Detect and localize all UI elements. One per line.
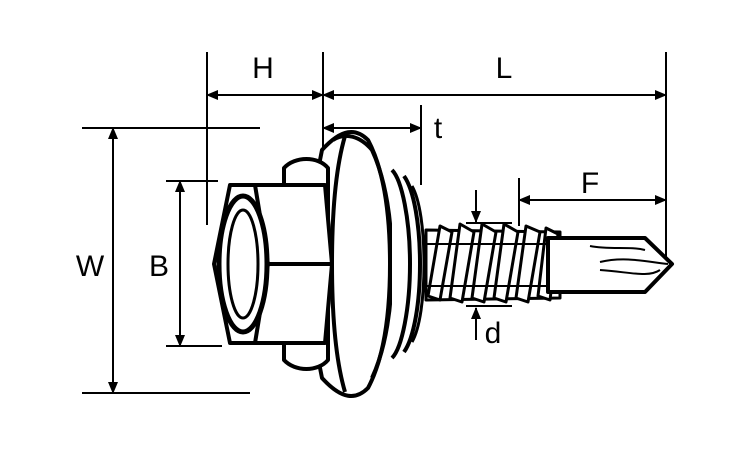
label-B: B [149,250,169,283]
label-d: d [485,317,502,350]
screw-drawing [212,130,674,398]
hex-head [212,183,334,345]
label-L: L [496,52,513,85]
label-t: t [434,112,443,145]
dimension-lines [108,90,667,394]
threaded-shank [424,222,562,304]
label-W: W [76,250,105,283]
label-H: H [252,52,274,85]
label-F: F [581,167,599,200]
dimension-labels: H L t F W B d [76,52,599,350]
drill-point [546,236,674,294]
